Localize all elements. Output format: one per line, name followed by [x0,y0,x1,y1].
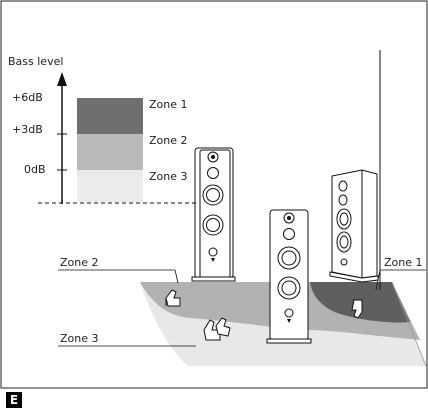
callout-zone2: Zone 2 [58,256,179,284]
tick-label-6db: +6dB [12,91,43,104]
speaker-middle [266,209,312,344]
callout-zone1-label: Zone 1 [384,256,423,269]
speaker-left [191,147,236,282]
tick-label-0db: 0dB [24,163,46,176]
floor-edge-line [391,281,427,367]
callout-zone1: Zone 1 [375,256,426,291]
zone2-swatch [77,134,143,170]
zone2-legend-label: Zone 2 [149,134,188,147]
figure-frame [0,0,428,389]
thumbs-zone1-icon [351,299,363,319]
axis-title: Bass level [8,55,63,68]
callout-zone3-label: Zone 3 [60,332,99,345]
zone1-legend-label: Zone 1 [149,98,188,111]
speaker-right [329,169,379,283]
thumbs-zone2-icon [165,289,181,307]
tick-label-3db: +3dB [12,123,43,136]
zone3-legend-label: Zone 3 [149,170,188,183]
zone1-swatch [77,98,143,134]
callout-zone2-label: Zone 2 [60,256,99,269]
thumbs-zone3-icon [203,317,231,341]
bass-level-legend: Bass level +6dB +3dB 0dB Zone 1 Zone 2 Z… [8,55,196,204]
figure-letter-badge: E [6,392,22,408]
zone3-swatch [77,170,143,202]
axis-arrow-icon [57,72,67,86]
callout-zone3: Zone 3 [58,332,196,347]
